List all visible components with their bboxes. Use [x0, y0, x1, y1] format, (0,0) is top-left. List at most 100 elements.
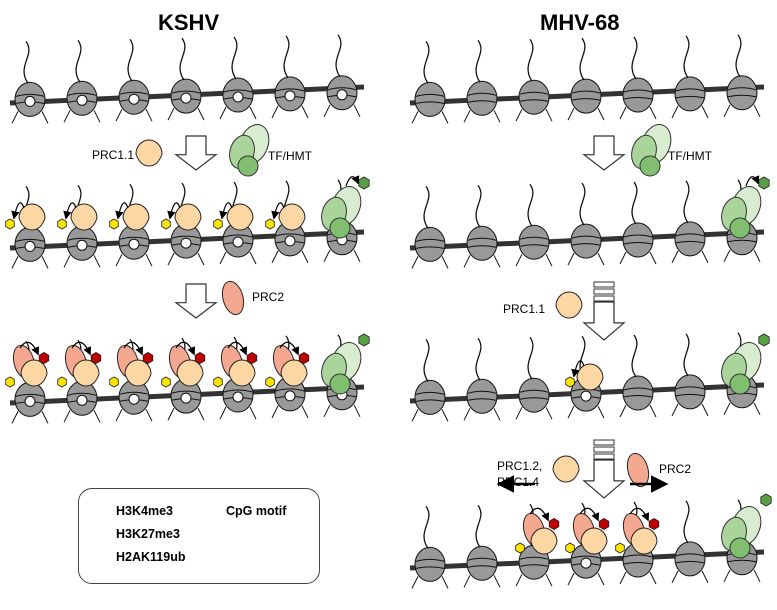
- cpg-motif: [180, 92, 192, 104]
- h2ak119ub-mark: [565, 376, 575, 388]
- nucleosome-leg: [323, 104, 331, 118]
- nucleosome: [11, 41, 49, 124]
- h2ak119ub-mark: [161, 376, 171, 388]
- h3k4me3-mark: [758, 176, 770, 190]
- nucleosome-groove: [275, 88, 305, 92]
- nucleosome-groove: [623, 387, 653, 391]
- prc11-icon-kshv: [135, 139, 163, 167]
- nucleosome: [671, 180, 709, 264]
- cpg-motif: [180, 392, 192, 404]
- nucleosome-groove: [675, 560, 705, 564]
- nucleosome-leg: [63, 255, 71, 268]
- nucleosome-groove: [519, 99, 549, 102]
- prc11-bound: [278, 203, 306, 231]
- cpg-motif: [580, 557, 592, 569]
- nucleosome-groove: [675, 240, 705, 244]
- nucleosome-body: [570, 78, 602, 114]
- nucleosome-leg: [597, 107, 605, 121]
- nucleosome-leg: [493, 110, 501, 123]
- nucleosome-body: [570, 223, 602, 259]
- nucleosome-leg: [167, 107, 175, 121]
- nucleosome-body: [414, 81, 446, 117]
- nucleosome-body: [518, 224, 550, 260]
- nucleosome-leg: [145, 253, 153, 267]
- nucleosome-leg: [723, 569, 731, 583]
- prc12-label: PRC1.2,: [497, 459, 543, 473]
- nucleosome-groove: [467, 100, 497, 103]
- nucleosome-groove: [15, 393, 45, 397]
- nucleosome-body: [466, 545, 498, 581]
- histone-tail: [423, 506, 430, 549]
- prc11-bound: [174, 203, 202, 231]
- ubiquitination-arrow: [219, 202, 233, 220]
- prc14-label: PRC1.4: [497, 475, 540, 489]
- h3k4me3-mark: [758, 333, 770, 347]
- histone-tail: [683, 500, 690, 544]
- nucleosome-leg: [671, 250, 679, 264]
- arrow-bar: [593, 446, 615, 453]
- nucleosome-leg: [441, 111, 449, 124]
- cpg-motif: [24, 395, 36, 407]
- cpg-motif: [284, 90, 296, 102]
- nucleosome-groove: [571, 555, 601, 559]
- histone-tail: [179, 37, 186, 81]
- nucleosome-groove: [415, 101, 445, 104]
- prc2-icon-mhv68: [626, 452, 650, 488]
- nucleosome: [167, 37, 205, 121]
- nucleosome-body: [674, 374, 706, 410]
- nucleosome-groove: [171, 390, 201, 394]
- prc1-bound: [20, 359, 48, 387]
- nucleosome-leg: [463, 575, 471, 588]
- nucleosome-leg: [671, 105, 679, 119]
- nucleosome-leg: [619, 251, 627, 265]
- nucleosome-groove: [623, 554, 653, 558]
- nucleosome-leg: [249, 106, 257, 120]
- nucleosome-groove: [519, 244, 549, 247]
- nucleosome-groove: [571, 243, 601, 246]
- nucleosome: [515, 336, 553, 420]
- nucleosome-groove: [275, 388, 305, 392]
- arrow-bar: [593, 288, 615, 295]
- nucleosome-groove: [623, 395, 653, 398]
- nucleosome-leg: [619, 404, 627, 418]
- prc2-label-mhv68: PRC2: [659, 462, 692, 476]
- cpg-motif: [24, 240, 36, 252]
- nucleosome-groove: [519, 397, 549, 400]
- mhv68-heading: MHV-68: [540, 10, 620, 35]
- mhv68-step1-arrow: [582, 135, 626, 171]
- nucleosome: [671, 333, 709, 417]
- nucleosome-groove: [415, 93, 445, 97]
- prc1-bound: [580, 527, 608, 555]
- nucleosome-body: [674, 221, 706, 257]
- nucleosome-groove: [415, 399, 445, 402]
- nucleosome-body: [414, 546, 446, 582]
- nucleosome-groove: [727, 87, 757, 91]
- prc11-label-kshv: PRC1.1: [92, 148, 135, 162]
- h2ak119ub-mark: [57, 376, 67, 388]
- nucleosome-groove: [519, 236, 549, 240]
- tf-hmt-label-mhv68: TF/HMT: [668, 149, 712, 163]
- nucleosome-body: [622, 375, 654, 411]
- nucleosome-body: [414, 226, 446, 262]
- nucleosome-groove: [415, 558, 445, 562]
- nucleosome-leg: [723, 249, 731, 263]
- nucleosome-groove: [119, 236, 149, 240]
- nucleosome-groove: [171, 90, 201, 94]
- nucleosome-leg: [323, 404, 331, 418]
- nucleosome: [567, 182, 605, 266]
- nucleosome-groove: [571, 90, 601, 94]
- prc11-bound: [576, 363, 604, 391]
- nucleosome-body: [518, 79, 550, 115]
- h3k27me3-mark: [194, 352, 206, 364]
- cpg-motif: [284, 390, 296, 402]
- nucleosome-groove: [415, 391, 445, 395]
- prc1-bound: [176, 359, 204, 387]
- tf-hmt-label-kshv: TF/HMT: [268, 149, 312, 163]
- nucleosome-leg: [411, 409, 419, 422]
- cpg-motif: [232, 391, 244, 403]
- nucleosome-body: [466, 378, 498, 414]
- nucleosome-leg: [145, 108, 153, 122]
- nucleosome-body: [674, 76, 706, 112]
- nucleosome: [115, 38, 153, 122]
- nucleosome-groove: [67, 392, 97, 396]
